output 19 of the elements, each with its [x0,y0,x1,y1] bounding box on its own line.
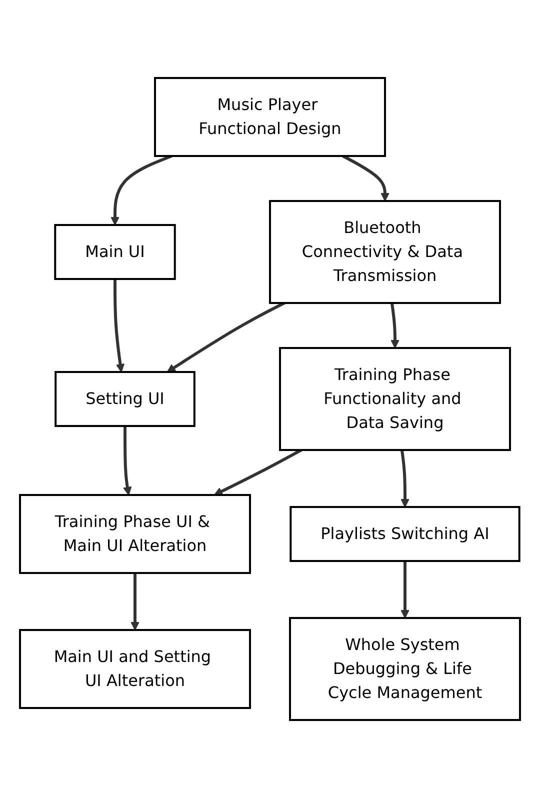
node-box: Main UI and Setting UI Alteration [18,628,250,708]
arrow [213,448,302,495]
node-box: Training Phase Functionality and Data Saving [278,346,510,450]
node-box: Training Phase UI & Main UI Alteration [18,494,250,574]
arrow [390,302,399,348]
node-box: Whole System Debugging & Life Cycle Management [288,616,520,720]
arrow [400,560,409,618]
arrow [166,301,285,372]
node-box: Bluetooth Connectivity & Data Transmission [268,200,500,304]
node-box: Main UI [54,224,176,280]
arrow [122,426,132,495]
arrow [130,572,139,630]
node-box: Setting UI [54,370,195,426]
arrow [400,449,409,507]
arrow [110,154,172,225]
arrow [113,278,124,372]
arrow [342,154,389,201]
node-box: Music Player Functional Design [154,76,386,156]
node-box: Playlists Switching AI [289,506,520,562]
